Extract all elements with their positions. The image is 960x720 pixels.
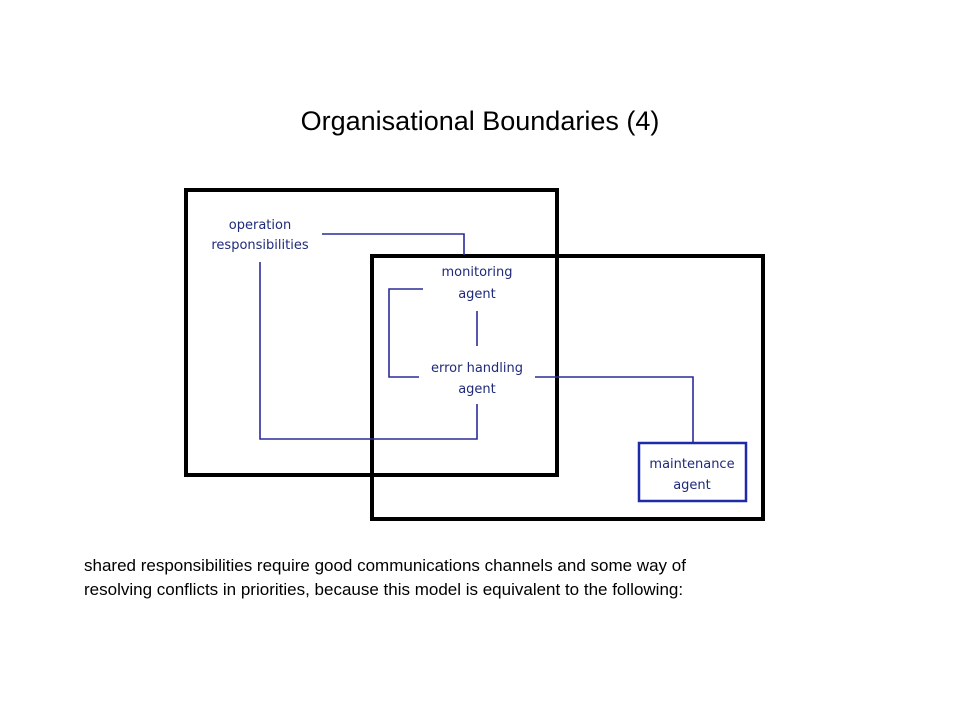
error-handling-agent-label-line1: error handling	[431, 361, 523, 376]
error-handling-agent-label-line2: agent	[458, 382, 496, 397]
monitoring-agent-label-line1: monitoring	[442, 265, 513, 280]
maintenance-agent-label-line2: agent	[673, 478, 711, 493]
slide-title: Organisational Boundaries (4)	[300, 106, 660, 136]
monitoring-agent-label-line2: agent	[458, 287, 496, 302]
connector-operation-to-error-handling	[259, 262, 478, 440]
connector-error-handling-to-maintenance	[535, 376, 694, 442]
slide-caption: shared responsibilities require good com…	[84, 554, 884, 602]
operation-label-line2: responsibilities	[211, 238, 308, 253]
connector-left-bracket	[388, 288, 423, 378]
caption-line-2: resolving conflicts in priorities, becau…	[84, 580, 684, 599]
right-organisation-boundary	[370, 254, 765, 521]
maintenance-agent-box	[637, 441, 748, 503]
caption-line-1: shared responsibilities require good com…	[84, 556, 686, 575]
operation-label-line1: operation	[229, 218, 291, 233]
maintenance-agent-label-line1: maintenance	[649, 457, 734, 472]
connector-operation-to-monitoring	[322, 233, 465, 255]
